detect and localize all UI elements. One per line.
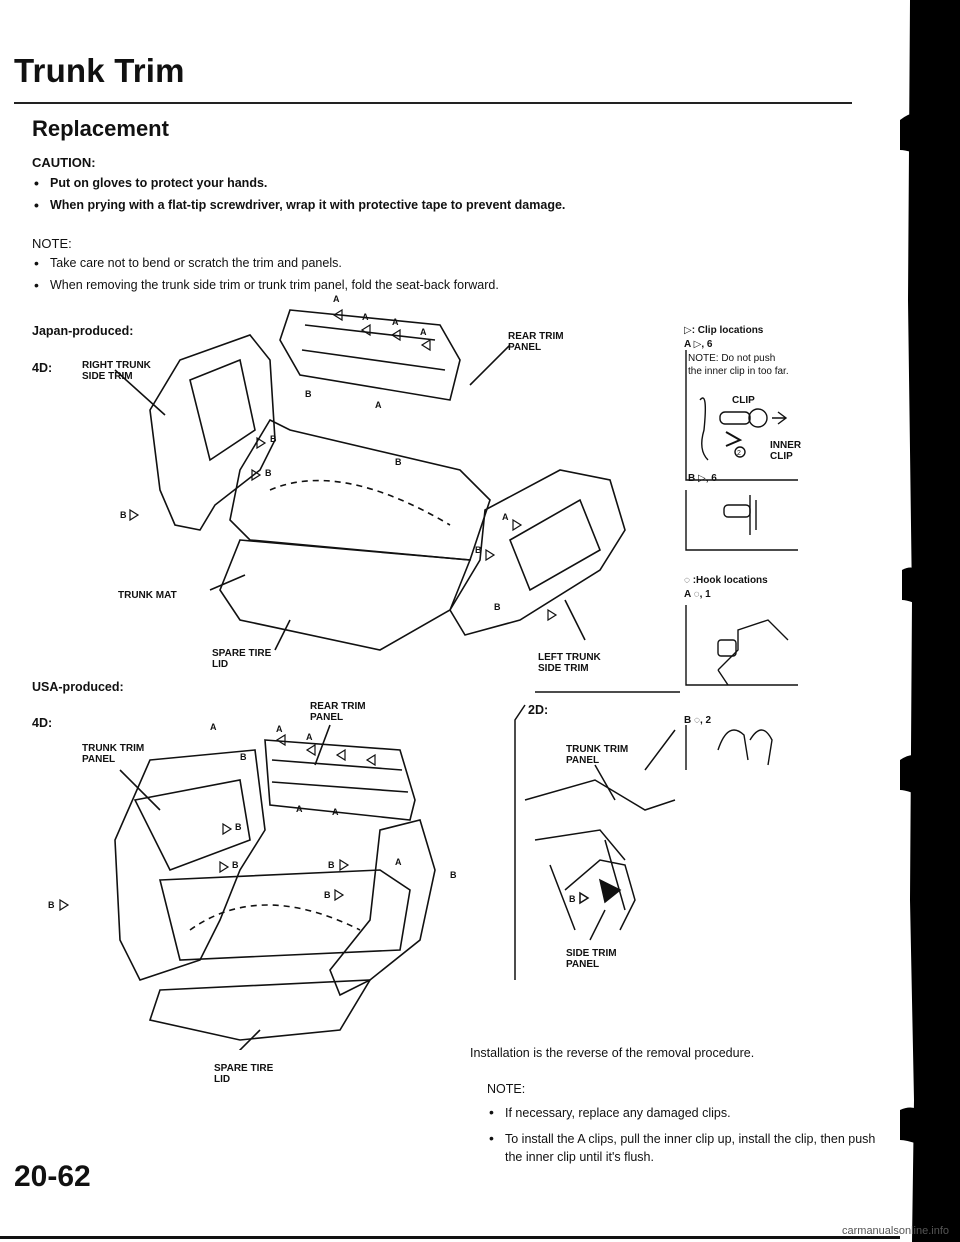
caution-list: Put on gloves to protect your hands. Whe… bbox=[32, 175, 565, 220]
watermark: carmanualsonline.info bbox=[842, 1225, 950, 1237]
trunk-mat-label: TRUNK MAT bbox=[118, 590, 177, 601]
svg-text:A: A bbox=[395, 857, 402, 867]
svg-text:A: A bbox=[306, 732, 313, 742]
page-edge-band bbox=[900, 0, 960, 1242]
svg-text:2: 2 bbox=[737, 450, 741, 457]
title-rule bbox=[14, 102, 852, 104]
clip-a-count: A ▷, 6 bbox=[684, 339, 713, 350]
note-item: When removing the trunk side trim or tru… bbox=[32, 277, 499, 293]
clip-b-count: B ▷, 6 bbox=[688, 473, 717, 484]
svg-text:B: B bbox=[120, 510, 127, 520]
usa-spare-tire-lid-label: SPARE TIRE LID bbox=[214, 1063, 274, 1085]
svg-text:B: B bbox=[395, 457, 402, 467]
bottom-rule bbox=[0, 1236, 900, 1239]
caution-item: Put on gloves to protect your hands. bbox=[32, 175, 565, 191]
svg-text:A: A bbox=[332, 807, 339, 817]
clip-label: CLIP bbox=[732, 395, 755, 406]
page-title: Trunk Trim bbox=[14, 52, 185, 89]
svg-text:B: B bbox=[232, 860, 239, 870]
inner-clip-label: INNER CLIP bbox=[770, 440, 802, 462]
svg-text:B: B bbox=[324, 890, 331, 900]
svg-text:B: B bbox=[494, 602, 501, 612]
japan-trunk-diagram: A A A A B B B B A B A B B bbox=[114, 294, 626, 651]
left-trunk-side-trim-label: LEFT TRUNK SIDE TRIM bbox=[538, 652, 601, 674]
japan-variant: 4D: bbox=[32, 361, 53, 375]
svg-text:A: A bbox=[276, 724, 283, 734]
caution-label: CAUTION: bbox=[32, 155, 96, 170]
usa-rear-trim-panel-label: REAR TRIM PANEL bbox=[310, 701, 366, 723]
hook-b-count: B ◌, 2 bbox=[684, 715, 712, 726]
hook-locations-title: ◌ :Hook locations bbox=[684, 575, 768, 586]
svg-text:A: A bbox=[296, 804, 303, 814]
usa-trunk-trim-panel-label: TRUNK TRIM PANEL bbox=[82, 743, 145, 765]
svg-text:A: A bbox=[375, 400, 382, 410]
installation-note-item: To install the A clips, pull the inner c… bbox=[487, 1129, 887, 1166]
svg-text:B: B bbox=[569, 894, 576, 904]
svg-text:B: B bbox=[475, 545, 482, 555]
right-trunk-side-trim-label: RIGHT TRUNK SIDE TRIM bbox=[82, 360, 151, 382]
clip-locations-title: ▷: Clip locations bbox=[684, 325, 764, 336]
svg-text:B: B bbox=[240, 752, 247, 762]
installation-text: Installation is the reverse of the remov… bbox=[470, 1046, 755, 1060]
svg-text:B: B bbox=[450, 870, 457, 880]
usa-variant: 4D: bbox=[32, 716, 53, 730]
section-heading: Replacement bbox=[32, 116, 169, 141]
2d-side-trim-panel-label: SIDE TRIM PANEL bbox=[566, 948, 617, 970]
svg-text:A: A bbox=[362, 312, 369, 322]
svg-text:B: B bbox=[235, 822, 242, 832]
svg-text:A: A bbox=[392, 317, 399, 327]
svg-text:B: B bbox=[265, 468, 272, 478]
2d-inset-diagram: B bbox=[514, 691, 680, 980]
svg-text:A: A bbox=[420, 327, 427, 337]
svg-text:B: B bbox=[270, 434, 277, 444]
variant-2d-label: 2D: bbox=[528, 703, 549, 717]
spare-tire-lid-label: SPARE TIRE LID bbox=[212, 648, 272, 670]
note-list: Take care not to bend or scratch the tri… bbox=[32, 255, 499, 300]
svg-text:A: A bbox=[210, 722, 217, 732]
fastener-details: 2 bbox=[685, 350, 798, 770]
japan-heading: Japan-produced: bbox=[32, 324, 134, 338]
page-number: 20-62 bbox=[14, 1160, 91, 1193]
svg-text:B: B bbox=[48, 900, 55, 910]
note-item: Take care not to bend or scratch the tri… bbox=[32, 255, 499, 271]
svg-text:B: B bbox=[328, 860, 335, 870]
svg-text:A: A bbox=[502, 512, 509, 522]
rear-trim-panel-label: REAR TRIM PANEL bbox=[508, 331, 564, 353]
usa-heading: USA-produced: bbox=[32, 680, 124, 694]
svg-text:B: B bbox=[305, 389, 312, 399]
usa-trunk-diagram: A B A A B B B B B A B A A bbox=[48, 722, 457, 1050]
hook-a-count: A ◌, 1 bbox=[684, 589, 711, 600]
installation-note-item: If necessary, replace any damaged clips. bbox=[487, 1103, 887, 1122]
caution-item: When prying with a flat-tip screwdriver,… bbox=[32, 197, 565, 213]
2d-trunk-trim-panel-label: TRUNK TRIM PANEL bbox=[566, 744, 629, 766]
note-label: NOTE: bbox=[32, 236, 72, 251]
svg-text:A: A bbox=[333, 294, 340, 304]
clip-note: NOTE: Do not push the inner clip in too … bbox=[688, 353, 789, 377]
installation-note-label: NOTE: bbox=[487, 1082, 526, 1096]
installation-note-list: If necessary, replace any damaged clips.… bbox=[487, 1103, 887, 1174]
